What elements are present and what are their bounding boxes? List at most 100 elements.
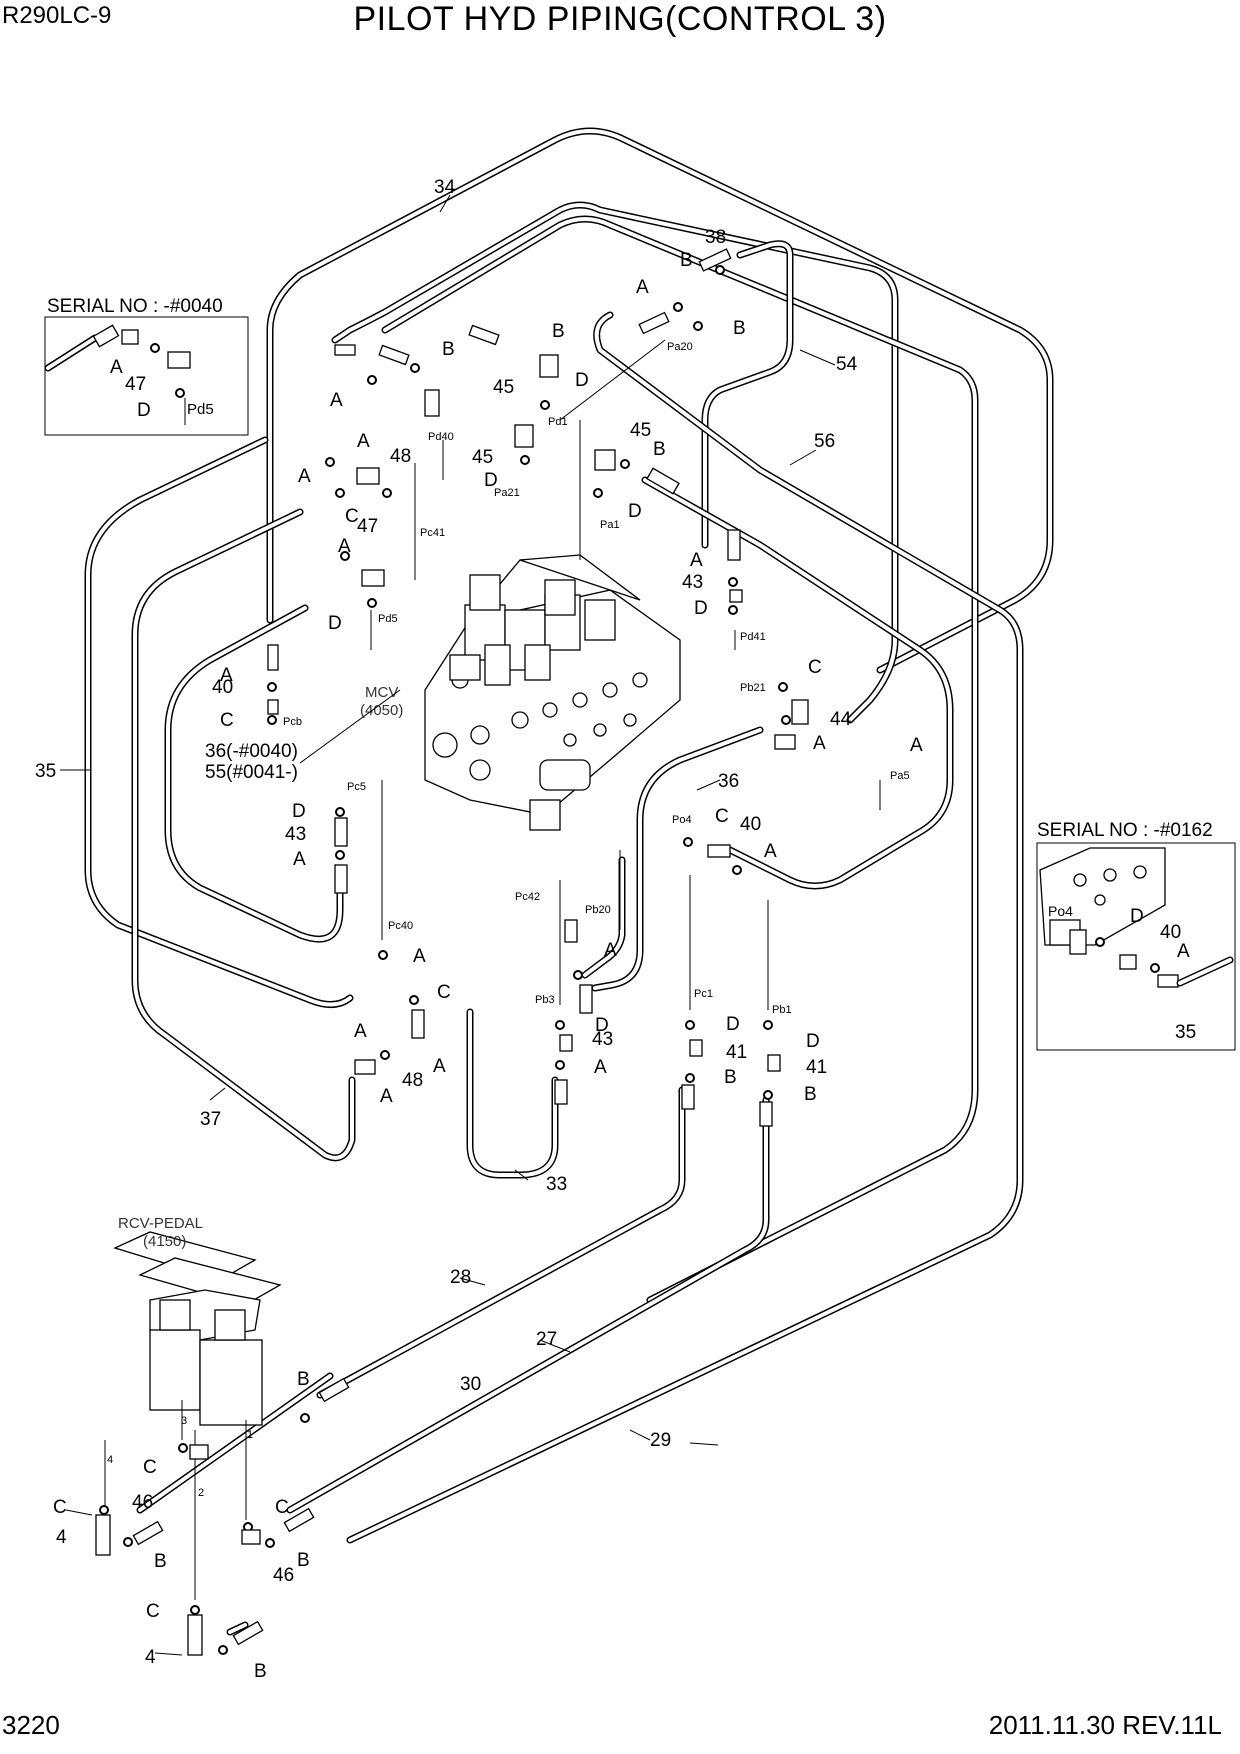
inset-r-part-40: 40 xyxy=(1160,922,1181,943)
letter-a: A xyxy=(813,733,826,754)
fittings xyxy=(95,248,809,1656)
letter-b: B xyxy=(733,318,746,339)
label-37: 37 xyxy=(200,1109,221,1130)
letter-a: A xyxy=(220,665,233,686)
label-54: 54 xyxy=(836,354,858,375)
hose-29 xyxy=(226,1621,249,1636)
letter-c: C xyxy=(715,806,729,827)
port-pa21: Pa21 xyxy=(494,487,520,499)
inset-right: SERIAL NO : -#0162 D 40 A 35 Po4 xyxy=(1036,820,1236,1051)
label-43a: 43 xyxy=(682,572,703,593)
letter-b: B xyxy=(254,1661,267,1682)
inset-r-port-po4: Po4 xyxy=(1048,903,1073,919)
letter-b: B xyxy=(804,1084,817,1105)
port-pd41: Pd41 xyxy=(740,631,766,643)
page-title: PILOT HYD PIPING(CONTROL 3) xyxy=(353,0,887,38)
letter-d: D xyxy=(484,470,498,491)
port-pd5: Pd5 xyxy=(378,613,398,625)
label-36-55a: 36(-#0040) xyxy=(205,741,298,762)
inset-right-serial: SERIAL NO : -#0162 xyxy=(1037,820,1213,841)
letter-a: A xyxy=(413,946,426,967)
letter-a: A xyxy=(636,277,649,298)
letter-a: A xyxy=(594,1057,607,1078)
leader-lines xyxy=(60,194,881,1656)
letter-c: C xyxy=(53,1497,67,1518)
letter-a: A xyxy=(380,1086,393,1107)
inset-r-letter-a: A xyxy=(1177,941,1190,962)
letter-b: B xyxy=(724,1067,737,1088)
port-pb3: Pb3 xyxy=(535,994,555,1006)
port-4: 4 xyxy=(107,1454,113,1466)
hose-56 xyxy=(381,215,979,1304)
letter-b: B xyxy=(297,1369,310,1390)
hose-upper-b xyxy=(701,240,794,549)
inset-tl-letter-a: A xyxy=(110,357,123,378)
label-4b: 4 xyxy=(145,1647,156,1668)
letter-b: B xyxy=(680,250,693,271)
label-43b: 43 xyxy=(285,824,306,845)
hose-36 xyxy=(591,726,764,992)
letter-b: B xyxy=(297,1550,310,1571)
letter-b: B xyxy=(552,321,565,342)
label-47: 47 xyxy=(357,516,378,537)
port-pd1: Pd1 xyxy=(548,416,568,428)
hose-35 xyxy=(84,436,354,1008)
label-45b: 45 xyxy=(472,447,493,468)
hose-34 xyxy=(266,127,1054,674)
hose-36-55 xyxy=(164,604,344,943)
part-labels: 3 4 38 54 56 45 45 45 48 47 43 43 43 40 4… xyxy=(35,177,858,1668)
letter-b: B xyxy=(442,339,455,360)
label-48b: 48 xyxy=(402,1070,423,1091)
hose-right xyxy=(346,311,1024,1544)
port-labels: Pa20 Pd40 Pd1 Pa21 Pc41 Pa1 Pd5 Pcb Pd41… xyxy=(107,341,910,1499)
label-30: 30 xyxy=(460,1374,481,1395)
label-40b: 40 xyxy=(740,814,761,835)
letter-d: D xyxy=(328,613,342,634)
hose-54 xyxy=(331,201,899,724)
letter-a: A xyxy=(910,735,923,756)
inset-top-left: SERIAL NO : -#0040 A 47 D Pd5 xyxy=(44,296,249,436)
letter-b: B xyxy=(154,1551,167,1572)
port-pb1: Pb1 xyxy=(772,1004,792,1016)
letter-d: D xyxy=(595,1015,609,1036)
port-3: 3 xyxy=(181,1415,187,1427)
revision-date: 2011.11.30 REV.11L xyxy=(988,1710,1222,1740)
label-46a: 46 xyxy=(132,1492,153,1513)
hose-pc40 xyxy=(581,856,626,979)
port-pa1: Pa1 xyxy=(600,519,620,531)
letter-a: A xyxy=(330,390,343,411)
label-35: 35 xyxy=(35,761,56,782)
letter-a: A xyxy=(690,550,703,571)
hose-27 xyxy=(286,1096,770,1514)
port-pc42: Pc42 xyxy=(515,891,540,903)
letter-a: A xyxy=(298,466,311,487)
port-pc5: Pc5 xyxy=(347,781,366,793)
inset-r-part-35: 35 xyxy=(1175,1022,1196,1043)
letter-c: C xyxy=(345,506,359,527)
letter-a: A xyxy=(354,1021,367,1042)
port-pb21: Pb21 xyxy=(740,682,766,694)
hose-30 xyxy=(136,1372,334,1514)
port-pd40: Pd40 xyxy=(428,431,454,443)
letter-a: A xyxy=(764,841,777,862)
main-control-valve[interactable]: MCV (4050) xyxy=(360,554,681,831)
hose-37 xyxy=(131,508,356,1162)
label-38: 38 xyxy=(705,227,726,248)
letter-c: C xyxy=(220,710,234,731)
label-43c: 43 xyxy=(592,1029,613,1050)
label-48a: 48 xyxy=(390,446,411,467)
letter-c: C xyxy=(808,657,822,678)
letter-a: A xyxy=(293,849,306,870)
letter-labels: A A A A A A A A A A A A A A A A A B B B … xyxy=(53,250,923,1682)
label-45c: 45 xyxy=(630,420,651,441)
rcv-pedal[interactable]: RCV-PEDAL (4150) xyxy=(113,1215,282,1426)
label-45a: 45 xyxy=(493,377,514,398)
label-27: 27 xyxy=(536,1329,557,1350)
label-40a: 40 xyxy=(212,677,233,698)
letter-a: A xyxy=(338,536,351,557)
label-56: 56 xyxy=(814,431,835,452)
mcv-name: MCV xyxy=(365,684,398,701)
letter-a: A xyxy=(433,1056,446,1077)
port-2: 2 xyxy=(198,1487,204,1499)
